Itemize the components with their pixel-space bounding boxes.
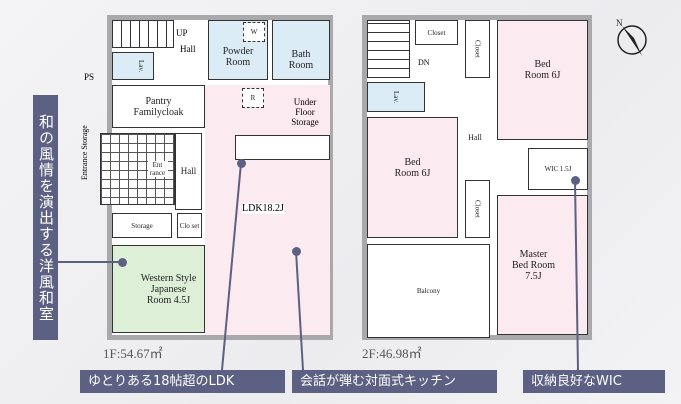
dn-label: DN (418, 58, 430, 67)
under-floor-storage-label: Under Floor Storage (291, 97, 319, 127)
balcony: Balcony (367, 244, 490, 338)
closet-vertical: Closet (465, 20, 490, 78)
callout-dot-wic (571, 176, 580, 185)
callout-dot-kitchen (237, 159, 246, 168)
hall-top-label: Hall (180, 44, 196, 54)
japanese-room: Western Style Japanese Room 4.5J (112, 245, 205, 333)
bed-room-ne: Bed Room 6J (497, 20, 588, 140)
closet-lower-label: Closet (473, 200, 482, 218)
entrance: Ent rance (100, 133, 175, 205)
north-label: N (616, 18, 623, 28)
bed-room-w: Bed Room 6J (367, 117, 458, 238)
bed-room-ne-label: Bed Room 6J (524, 59, 561, 81)
closet-vertical-label: Closet (473, 40, 482, 58)
r-box: R (242, 88, 264, 108)
bed-room-w-label: Bed Room 6J (394, 156, 431, 179)
hall-2f-label: Hall (468, 133, 482, 142)
callout-dot-ldk (292, 247, 301, 256)
closet-lower: Closet (465, 180, 490, 238)
stairs-1f (112, 20, 174, 48)
japanese-room-label: Western Style Japanese Room 4.5J (140, 272, 197, 306)
pantry: Pantry Familycloak (112, 85, 205, 128)
master-bed-room: Master Bed Room 7.5J (497, 195, 588, 335)
washer-box: W (243, 22, 265, 42)
lav-label: Lav. (137, 59, 145, 73)
lav-2f-label: Lav. (392, 90, 400, 104)
closet-top: Closet (415, 20, 458, 45)
storage: Storage (112, 213, 172, 238)
side-label-japanese-room: 和の風情を演出する洋風和室 (33, 95, 58, 340)
callout-kitchen: 会話が弾む対面式キッチン (292, 370, 497, 393)
hall-1f: Hall (175, 133, 202, 210)
closet-1f: Clo set (177, 213, 202, 238)
floor2-area: 2F:46.98㎡ (362, 346, 422, 361)
stairs-2f (367, 20, 410, 78)
bath-room-label: Bath Room (288, 49, 314, 71)
hall-1f-label: Hall (180, 166, 197, 176)
up-label: UP (176, 28, 188, 38)
entrance-label: Ent rance (147, 161, 168, 177)
floor1-area: 1F:54.67㎡ (103, 346, 163, 361)
callout-ldk: ゆとりある18帖超のLDK (80, 370, 285, 393)
callout-dot-japanese-room (118, 258, 127, 267)
bath-room: Bath Room (272, 20, 330, 80)
pantry-label: Pantry Familycloak (133, 95, 184, 118)
master-bed-room-label: Master Bed Room 7.5J (511, 248, 556, 282)
lavatory-1f: Lav. (112, 52, 154, 80)
ldk-label: LDK18.2J (242, 203, 284, 214)
kitchen-counter (235, 135, 330, 160)
hall-2f: Hall (460, 100, 490, 175)
compass-icon: N (616, 18, 647, 56)
lavatory-2f: Lav. (367, 82, 425, 112)
callout-wic: 収納良好なWIC (523, 370, 665, 393)
powder-room-label: Powder Room (222, 46, 254, 68)
ps-label: PS (84, 72, 95, 82)
